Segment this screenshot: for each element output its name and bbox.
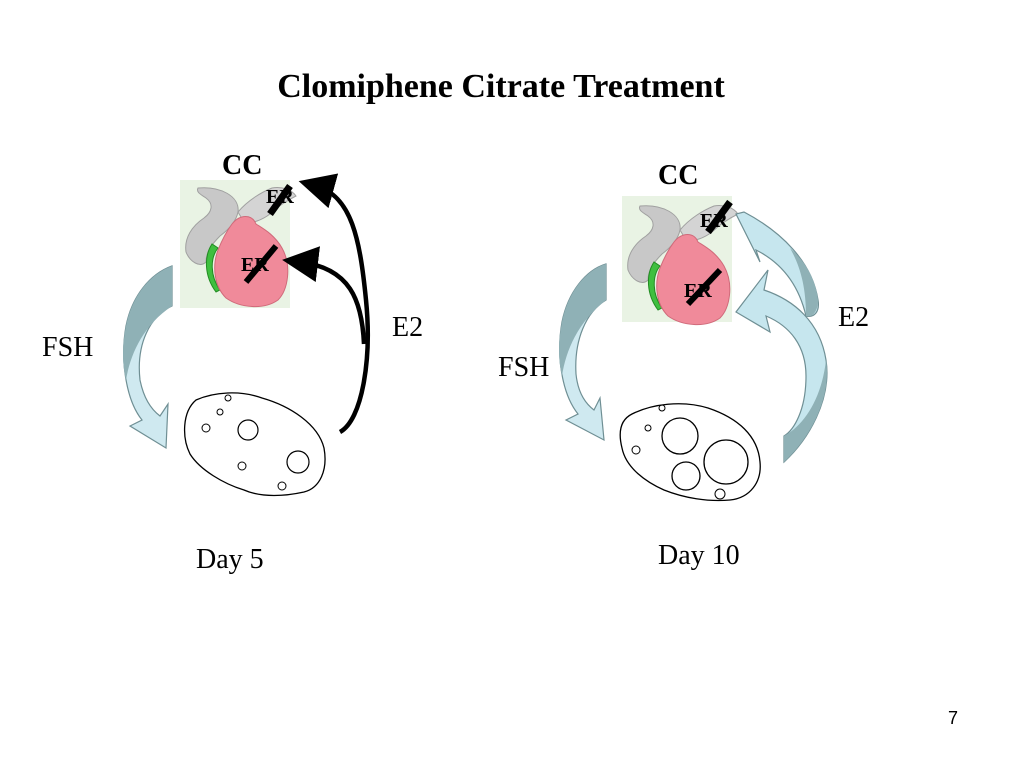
follicle — [658, 404, 666, 412]
follicle — [644, 424, 652, 432]
follicle — [201, 423, 211, 433]
fsh-label: FSH — [498, 352, 550, 383]
e2-arrow-inner-shade — [784, 360, 827, 462]
follicle — [224, 394, 232, 402]
day-label: Day 5 — [196, 544, 264, 575]
ovary-outline — [619, 403, 761, 502]
pituitary-shape — [656, 234, 731, 325]
hypothalamus-shape — [185, 187, 239, 265]
drug-label-cc: CC — [658, 160, 699, 191]
e2-arrow-shade — [790, 248, 818, 317]
follicle — [216, 408, 224, 416]
ovary-outline — [184, 392, 326, 497]
e2-label: E2 — [838, 302, 870, 333]
fsh-arrow-shade — [123, 266, 172, 380]
slide-title: Clomiphene Citrate Treatment — [277, 68, 725, 105]
block-mark-bottom — [243, 244, 279, 284]
drug-label-cc: CC — [222, 150, 263, 181]
day-label: Day 10 — [658, 540, 740, 571]
e2-label: E2 — [392, 312, 424, 343]
follicle — [714, 488, 726, 500]
pituitary-shape — [214, 216, 289, 307]
panel-day10 — [559, 196, 828, 502]
fsh-arrow-shade — [559, 264, 606, 376]
follicle — [661, 417, 699, 455]
receptor-label-er: ER — [700, 210, 728, 232]
page-number: 7 — [948, 708, 959, 728]
e2-arrow-inner — [282, 246, 367, 345]
fsh-label: FSH — [42, 332, 94, 363]
e2-arrow-outer — [735, 211, 819, 317]
follicle — [237, 419, 259, 441]
panel-day5 — [123, 173, 370, 497]
follicle — [631, 445, 641, 455]
follicle — [277, 481, 287, 491]
e2-arrow-outer — [298, 173, 370, 434]
block-mark-top — [705, 199, 733, 235]
follicle — [237, 461, 247, 471]
follicle — [703, 439, 749, 485]
hypothalamus-shape — [627, 205, 681, 283]
follicle — [286, 450, 310, 474]
receptor-label-er: ER — [266, 186, 294, 208]
receptor-label-er: ER — [684, 280, 712, 302]
block-mark-bottom — [685, 267, 723, 307]
follicle — [671, 461, 701, 491]
receptor-label-er: ER — [241, 254, 269, 276]
block-mark-top — [267, 183, 293, 217]
